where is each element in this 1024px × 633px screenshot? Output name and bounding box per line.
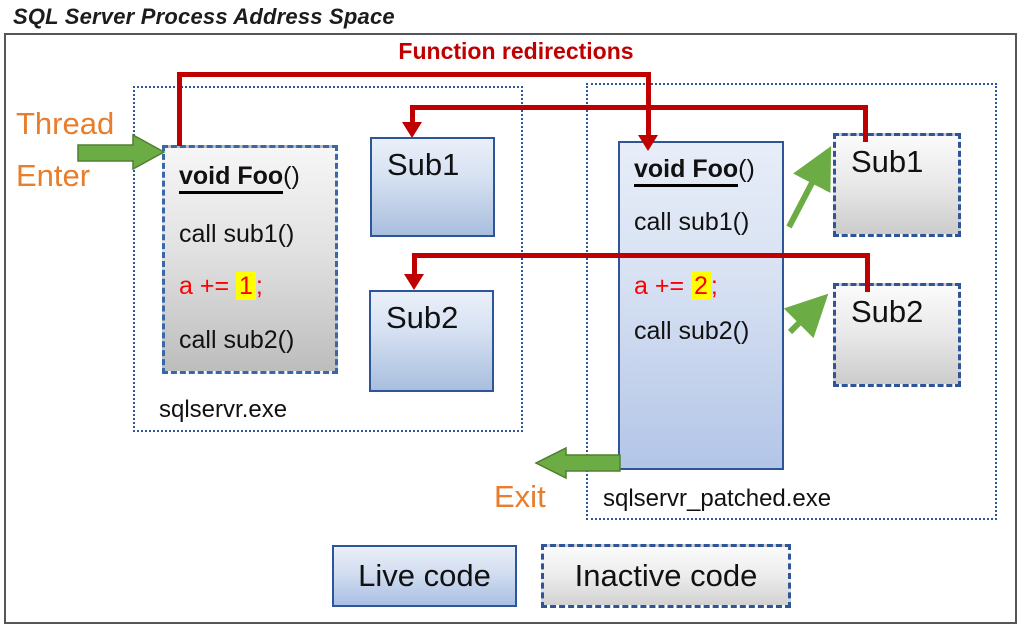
code-line-call-sub2: call sub2()	[179, 326, 295, 354]
redirect-foo-line-left-vertical	[177, 72, 182, 146]
process-box-sqlservr-patched	[586, 83, 997, 520]
code-line-call-sub1: call sub1()	[179, 220, 295, 248]
code-line-call-sub1: call sub1()	[634, 208, 750, 236]
legend-inactive-code: Inactive code	[541, 544, 791, 608]
assignment-prefix: a +=	[634, 272, 691, 300]
assignment-suffix: ;	[710, 272, 718, 300]
code-signature-name: void Foo	[634, 155, 739, 187]
code-signature-parens: ()	[738, 155, 755, 183]
foo-function-box-patched: void Foo() call sub1() a += 2; call sub2…	[618, 141, 784, 470]
process-name-sqlservr-patched: sqlservr_patched.exe	[603, 485, 832, 512]
redirect-sub2-line-horizontal	[412, 253, 870, 258]
redirect-sub1-line-horizontal	[410, 105, 868, 110]
code-line-call-sub2: call sub2()	[634, 317, 750, 345]
sub1-box-original: Sub1	[370, 137, 495, 237]
assignment-value-highlighted: 2	[691, 272, 711, 300]
thread-enter-label-line2: Enter	[16, 158, 91, 193]
redirect-foo-line-horizontal	[177, 72, 651, 77]
legend-live-code: Live code	[332, 545, 517, 607]
thread-enter-label-line1: Thread	[16, 106, 115, 141]
assignment-suffix: ;	[255, 272, 263, 300]
diagram-title: SQL Server Process Address Space	[13, 4, 395, 29]
sub1-box-patched-inactive: Sub1	[833, 133, 961, 237]
sub2-box-original: Sub2	[369, 290, 494, 392]
process-box-sqlservr	[133, 86, 523, 432]
redirect-foo-arrowhead-icon	[638, 135, 658, 151]
process-name-sqlservr: sqlservr.exe	[159, 396, 288, 423]
redirect-sub2-line-right-vertical	[865, 258, 870, 292]
code-line-assignment: a += 2;	[634, 272, 718, 301]
sub2-box-patched-inactive: Sub2	[833, 283, 961, 387]
exit-label: Exit	[494, 479, 546, 514]
redirect-sub1-line-right-vertical	[863, 109, 868, 142]
function-redirections-label: Function redirections	[398, 38, 634, 64]
code-line-assignment: a += 1;	[179, 272, 263, 301]
code-line-signature: void Foo()	[634, 155, 755, 187]
code-line-signature: void Foo()	[179, 162, 300, 194]
code-signature-parens: ()	[283, 162, 300, 190]
assignment-value-highlighted: 1	[236, 272, 256, 300]
redirect-sub1-line-left-vertical	[410, 110, 415, 123]
code-signature-name: void Foo	[179, 162, 284, 194]
assignment-prefix: a +=	[179, 272, 236, 300]
redirect-sub2-arrowhead-icon	[404, 274, 424, 290]
foo-function-box-original: void Foo() call sub1() a += 1; call sub2…	[162, 145, 338, 374]
redirect-sub2-line-left-vertical	[412, 258, 417, 274]
redirect-sub1-arrowhead-icon	[402, 122, 422, 138]
